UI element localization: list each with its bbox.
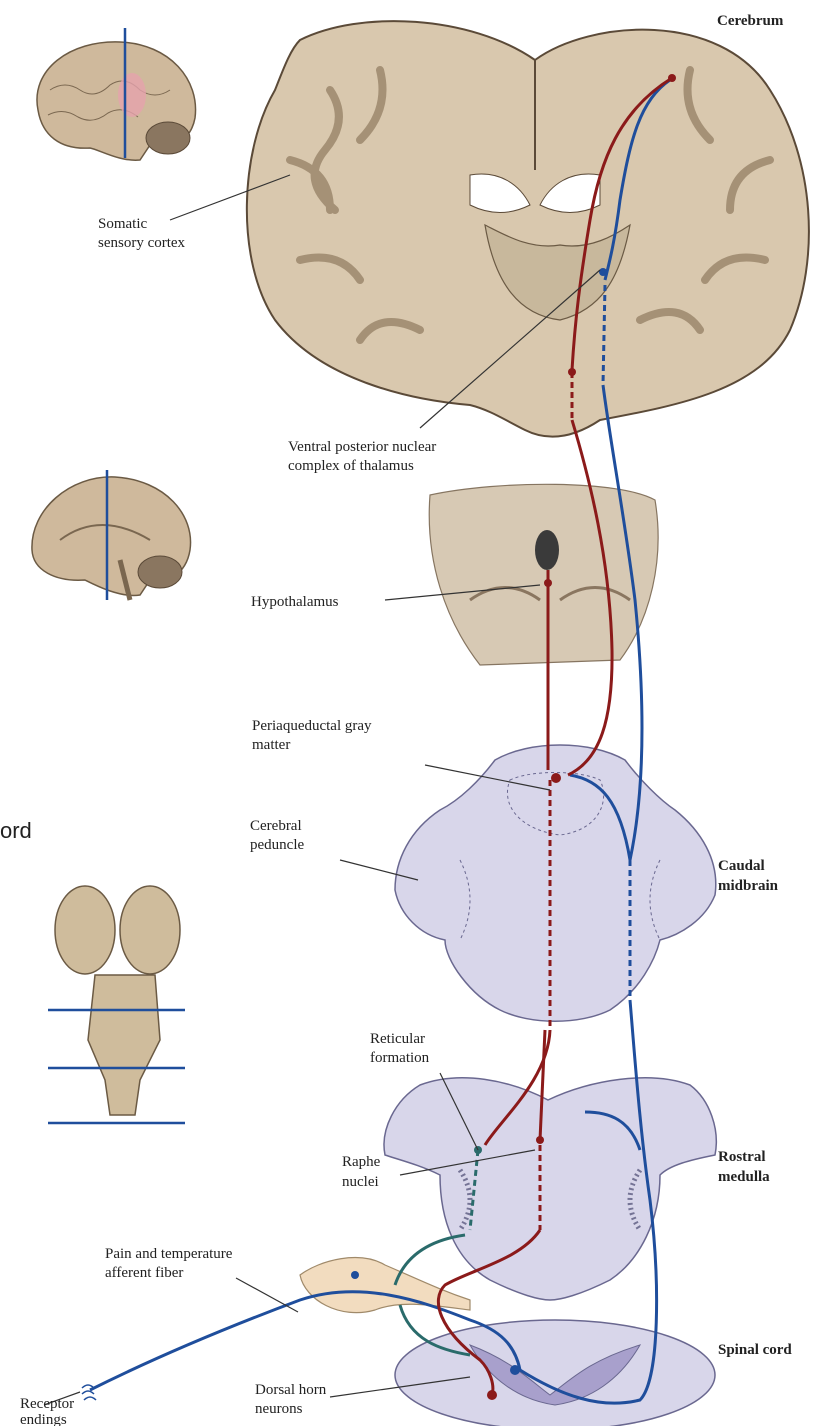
label-somatic-sensory-cortex-2: sensory cortex	[98, 235, 186, 251]
cerebrum-section	[247, 21, 809, 436]
clipped-side-text: ord	[0, 818, 32, 843]
label-cerebral-peduncle-2: peduncle	[250, 837, 304, 853]
receptor-endings-icon	[82, 1385, 96, 1400]
label-rostral-medulla-1: Rostral	[718, 1149, 766, 1165]
label-cerebrum: Cerebrum	[717, 13, 784, 29]
label-rostral-medulla-2: medulla	[718, 1169, 770, 1185]
label-raphe-nuclei-2: nuclei	[342, 1174, 379, 1190]
label-spinal-cord: Spinal cord	[718, 1342, 792, 1358]
caudal-midbrain-section	[395, 745, 716, 1021]
label-periaqueductal-2: matter	[252, 737, 290, 753]
label-pain-fiber-1: Pain and temperature	[105, 1246, 233, 1262]
label-reticular-formation-1: Reticular	[370, 1031, 425, 1047]
medial-brain-thumbnail	[32, 470, 191, 600]
rostral-medulla-section	[384, 1078, 716, 1300]
label-caudal-midbrain-1: Caudal	[718, 858, 765, 874]
label-dorsal-horn-1: Dorsal horn	[255, 1382, 327, 1398]
label-somatic-sensory-cortex-1: Somatic	[98, 216, 148, 232]
label-caudal-midbrain-2: midbrain	[718, 878, 779, 894]
label-cerebral-peduncle-1: Cerebral	[250, 818, 302, 834]
label-reticular-formation-2: formation	[370, 1050, 430, 1066]
brainstem-thumbnail	[48, 886, 185, 1123]
label-ventral-posterior-2: complex of thalamus	[288, 458, 414, 474]
label-receptor-endings-2: endings	[20, 1412, 67, 1426]
label-receptor-endings-1: Receptor	[20, 1396, 74, 1412]
lateral-brain-thumbnail	[37, 28, 196, 160]
spinal-cord-section	[395, 1320, 715, 1426]
label-periaqueductal-1: Periaqueductal gray	[252, 718, 372, 734]
label-raphe-nuclei-1: Raphe	[342, 1154, 381, 1170]
label-pain-fiber-2: afferent fiber	[105, 1265, 183, 1281]
label-hypothalamus: Hypothalamus	[251, 594, 339, 610]
label-dorsal-horn-2: neurons	[255, 1401, 303, 1417]
label-ventral-posterior-1: Ventral posterior nuclear	[288, 439, 436, 455]
